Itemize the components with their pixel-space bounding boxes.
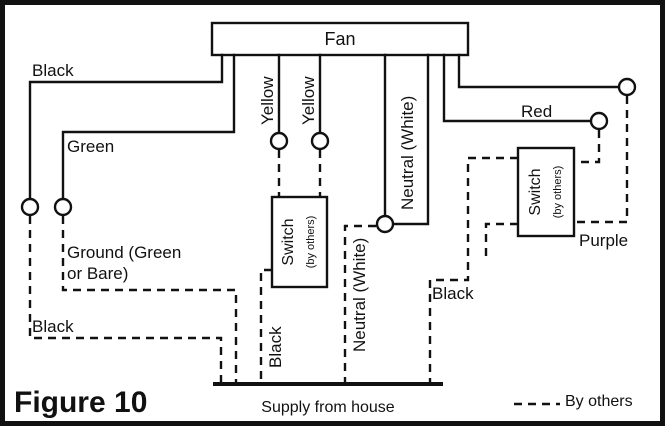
neutral-supply-wire [343,224,376,383]
green-fan-wire [61,53,236,200]
black-right-wire-label: Black [432,284,474,303]
yellow-wire-1-label: Yellow [258,76,277,125]
supply-label: Supply from house [261,399,395,416]
fan-label: Fan [324,29,355,49]
black-supply-wire-label: Black [32,317,74,336]
purple-wire-label: Purple [579,231,628,250]
green-fan-wire-label: Green [67,137,114,156]
neutral-terminal [375,214,395,234]
ground-wire [61,216,238,383]
switch-right-title: Switch [527,168,544,215]
fan-wire-top-right [457,53,620,89]
red-terminal [589,111,609,131]
black-fan-wire [28,53,224,200]
switch-left-title: Switch [280,218,297,265]
figure-title: Figure 10 [14,386,147,419]
switch-right-wire-red [574,130,601,164]
black-terminal [20,197,40,217]
black-mid-supply-wire [259,268,272,383]
fan-box [210,21,470,57]
neutral-supply-wire-label: Neutral (White) [350,238,369,352]
red-fan-wire-label: Red [521,102,552,121]
yellow-wire-2-label: Yellow [299,76,318,125]
yellow-terminal-1 [269,131,289,151]
switch-box-left [270,195,329,289]
neutral-fan-wire-label: Neutral (White) [398,96,417,210]
legend-label: By others [565,393,633,410]
switch-box-right [516,146,576,238]
yellow-terminal-2 [310,131,330,151]
ground-wire-label-line1: Ground (Green [67,243,181,262]
switch-right-wire-lower [484,222,518,262]
switch-right-subtitle: (by others) [552,166,564,219]
purple-wire [574,96,629,224]
neutral-fan-return-wire [391,53,430,226]
red-fan-wire [442,53,592,123]
black-fan-wire-label: Black [32,61,74,80]
black-mid-wire-label: Black [266,326,285,368]
switch-left-subtitle: (by others) [305,216,317,269]
ground-wire-label-line2: or Bare) [67,264,128,283]
black-supply-wire [28,216,223,383]
green-terminal [53,197,73,217]
top-right-terminal [617,77,637,97]
black-right-supply-wire [428,156,518,383]
